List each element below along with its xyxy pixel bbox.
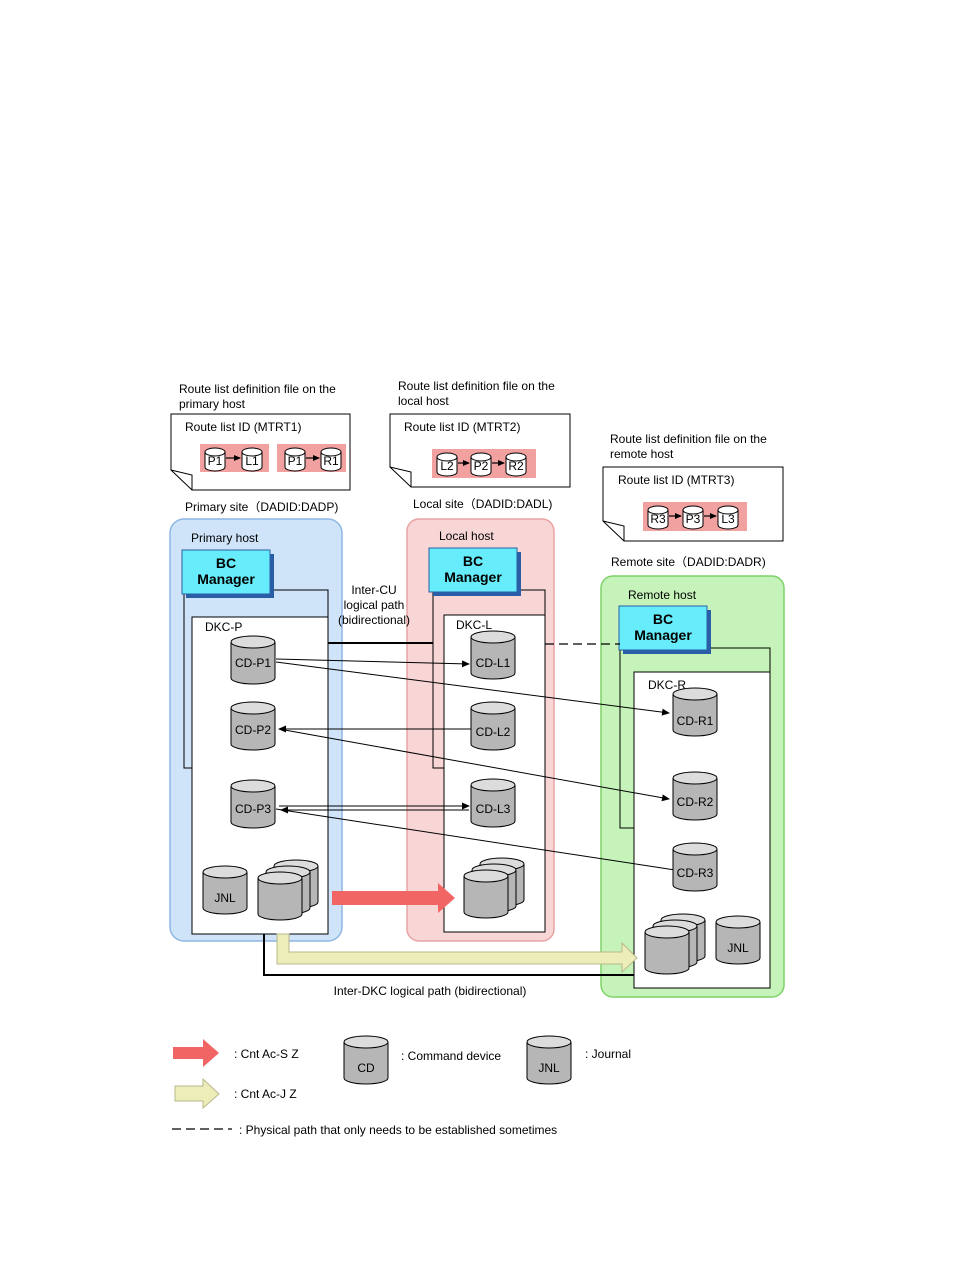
legend-journal-copy-label: : Cnt Ac-J Z bbox=[234, 1087, 297, 1101]
route-pill-p1-r1-to: R1 bbox=[323, 454, 339, 468]
cd-r1-label: CD-R1 bbox=[677, 714, 714, 728]
legend-jnl-icon-label: JNL bbox=[538, 1061, 560, 1075]
route-pill-p1-r1-from: P1 bbox=[288, 454, 303, 468]
local-site-label: Local site（DADID:DADL) bbox=[413, 497, 552, 511]
bc-manager-remote bbox=[618, 605, 708, 651]
legend-sync-label: : Cnt Ac-S Z bbox=[234, 1047, 299, 1061]
route-p1-r1 bbox=[275, 661, 670, 716]
bc-manager-primary-line2: Manager bbox=[197, 571, 255, 587]
route-p2-r2 bbox=[278, 728, 670, 802]
route-pill-p3-label: P3 bbox=[686, 512, 701, 526]
route-file-primary-id: Route list ID (MTRT1) bbox=[185, 420, 301, 434]
inter-dkc-path-line bbox=[263, 934, 634, 976]
cd-p2-label: CD-P2 bbox=[235, 723, 271, 737]
dkc-l-label: DKC-L bbox=[456, 618, 492, 632]
local-host-label: Local host bbox=[439, 529, 494, 543]
dkc-p-label: DKC-P bbox=[205, 620, 242, 634]
primary-host-label: Primary host bbox=[191, 531, 259, 545]
remote-site-label: Remote site（DADID:DADR) bbox=[611, 555, 766, 569]
journal-remote bbox=[715, 915, 761, 965]
journal-copy-arrow bbox=[276, 933, 638, 974]
dkc-r-label: DKC-R bbox=[648, 678, 686, 692]
primary-site-label: Primary site（DADID:DADP) bbox=[185, 500, 338, 514]
route-pill-p2-label: P2 bbox=[474, 459, 489, 473]
inter-cu-label-1: Inter-CU bbox=[351, 583, 396, 597]
cd-r3-label: CD-R3 bbox=[677, 866, 714, 880]
bc-manager-remote-line2: Manager bbox=[634, 627, 692, 643]
legend-cd-icon bbox=[343, 1035, 389, 1085]
route-file-remote-title-2: remote host bbox=[610, 447, 674, 461]
legend-jnl-icon bbox=[526, 1035, 572, 1085]
route-p1-l1 bbox=[275, 658, 470, 668]
legend-jnl-desc: : Journal bbox=[585, 1047, 631, 1061]
legend-cd-desc: : Command device bbox=[401, 1049, 501, 1063]
route-pill-r3-p3-l3-devices bbox=[647, 505, 739, 530]
journal-primary-label: JNL bbox=[214, 891, 236, 905]
route-file-local-title-2: local host bbox=[398, 394, 449, 408]
cd-r1-cylinder bbox=[672, 687, 718, 737]
journal-remote-label: JNL bbox=[727, 941, 749, 955]
sync-copy-arrow bbox=[332, 883, 455, 913]
route-file-primary-title-2: primary host bbox=[179, 397, 246, 411]
cd-l2-label: CD-L2 bbox=[476, 725, 511, 739]
legend-journal-arrow bbox=[174, 1077, 220, 1110]
route-pill-p1-l1-from: P1 bbox=[208, 454, 223, 468]
bc-manager-local bbox=[428, 547, 518, 593]
legend-dashed-desc: : Physical path that only needs to be es… bbox=[239, 1123, 557, 1137]
bc-manager-primary bbox=[181, 549, 271, 595]
route-r3-p3 bbox=[275, 808, 676, 871]
bc-manager-primary-line1: BC bbox=[216, 555, 236, 571]
bc-manager-local-line1: BC bbox=[463, 553, 483, 569]
cd-l3-label: CD-L3 bbox=[476, 802, 511, 816]
route-file-local-title-1: Route list definition file on the bbox=[398, 379, 555, 393]
cd-p3-label: CD-P3 bbox=[235, 802, 271, 816]
route-file-primary-fold bbox=[170, 469, 193, 490]
route-file-remote-title-1: Route list definition file on the bbox=[610, 432, 767, 446]
route-file-local-fold bbox=[389, 466, 412, 487]
route-file-local-id: Route list ID (MTRT2) bbox=[404, 420, 520, 434]
route-pill-l3-label: L3 bbox=[721, 512, 735, 526]
journal-primary bbox=[202, 865, 248, 915]
legend-sync-arrow bbox=[173, 1039, 219, 1067]
remote-host-label: Remote host bbox=[628, 588, 697, 602]
route-pill-p1-r1-devices bbox=[284, 447, 342, 472]
cd-l1-label: CD-L1 bbox=[476, 656, 511, 670]
route-file-primary-title-1: Route list definition file on the bbox=[179, 382, 336, 396]
route-pill-r2-label: R2 bbox=[508, 459, 524, 473]
inter-dkc-label: Inter-DKC logical path (bidirectional) bbox=[334, 984, 527, 998]
route-pill-p1-l1-devices bbox=[204, 447, 263, 472]
legend-cd-icon-label: CD bbox=[357, 1061, 375, 1075]
bc-manager-local-line2: Manager bbox=[444, 569, 502, 585]
route-file-remote-fold bbox=[602, 520, 625, 541]
inter-cu-label-2: logical path bbox=[344, 598, 405, 612]
cd-p1-label: CD-P1 bbox=[235, 656, 271, 670]
inter-cu-label-3: (bidirectional) bbox=[338, 613, 410, 627]
route-pill-p1-l1-to: L1 bbox=[245, 454, 259, 468]
route-file-remote-id: Route list ID (MTRT3) bbox=[618, 473, 734, 487]
route-pill-l2-p2-r2-devices bbox=[436, 452, 527, 477]
bc-manager-remote-line1: BC bbox=[653, 611, 673, 627]
route-pill-r3-label: R3 bbox=[650, 512, 666, 526]
route-pill-l2-label: L2 bbox=[440, 459, 454, 473]
cd-l1-cylinder bbox=[470, 630, 516, 680]
cd-r2-label: CD-R2 bbox=[677, 795, 714, 809]
